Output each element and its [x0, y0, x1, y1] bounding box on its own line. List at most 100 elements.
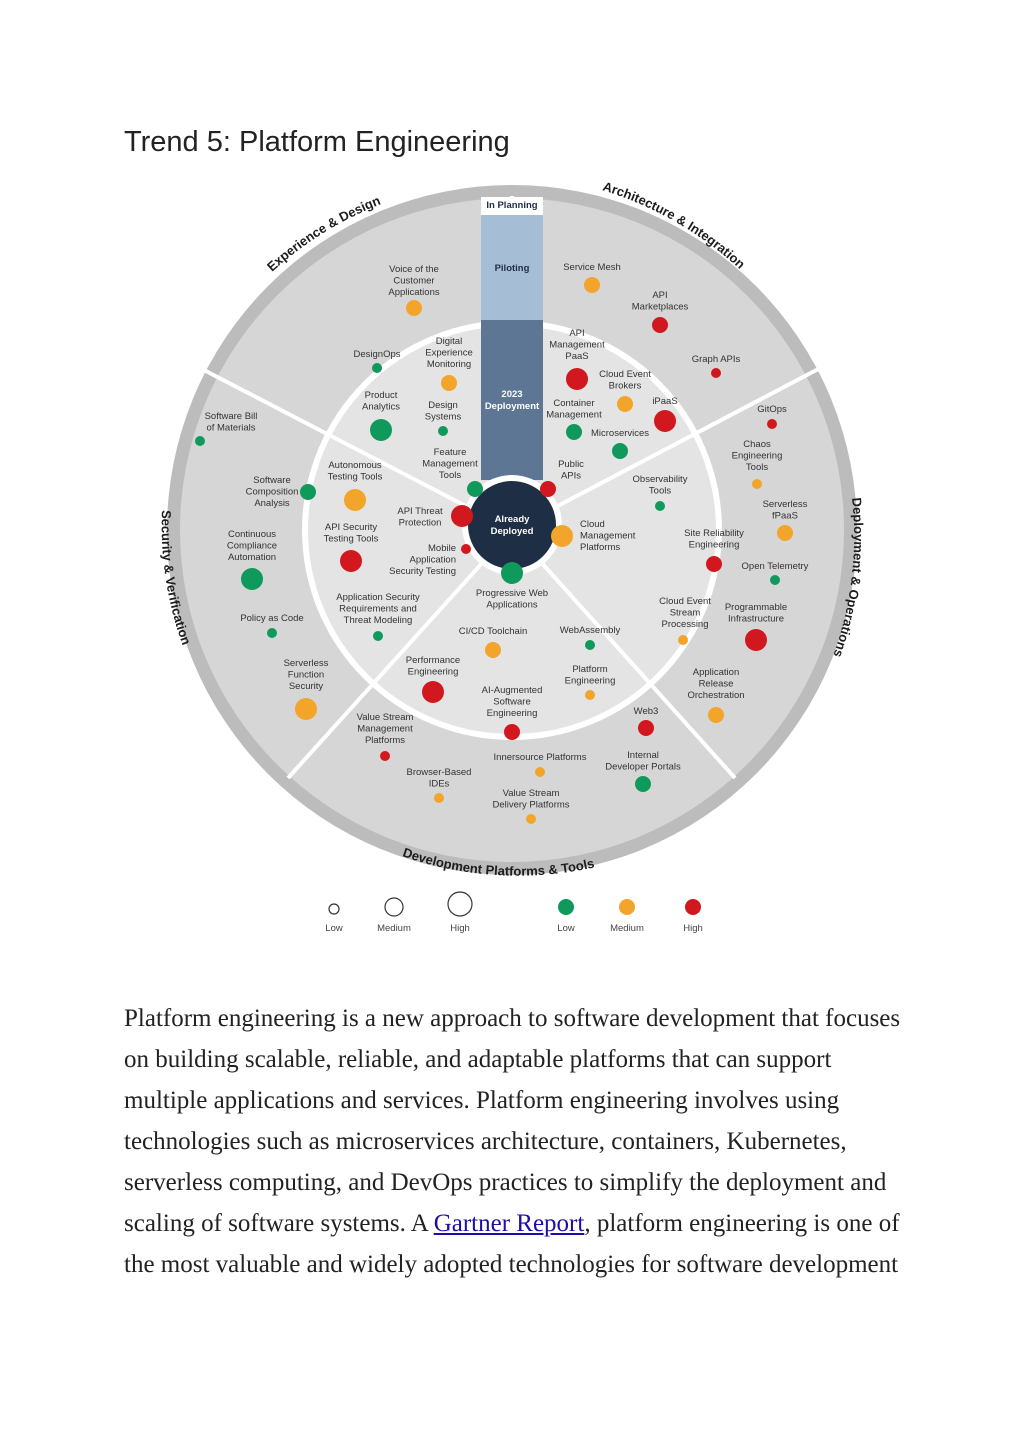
tech-dot [540, 481, 556, 497]
tech-dot [526, 814, 536, 824]
paragraph-text-start: Platform engineering is a new approach t… [124, 1005, 901, 1237]
tech-dot [612, 443, 628, 459]
tech-dot [241, 568, 263, 590]
legend-color-high-dot [685, 899, 701, 915]
tech-dot [501, 562, 523, 584]
tech-dot [585, 640, 595, 650]
tech-dot [372, 363, 382, 373]
tech-innersource-platforms: Innersource Platforms [494, 752, 587, 777]
tech-dot [777, 525, 793, 541]
stage-piloting: Piloting [495, 263, 530, 274]
tech-dot [451, 505, 473, 527]
tech-dot [566, 368, 588, 390]
tech-dot [551, 525, 573, 547]
tech-dot [441, 375, 457, 391]
legend-size-low-label: Low [325, 923, 343, 934]
legend-size-high-circle [447, 891, 473, 917]
tech-dot [767, 419, 777, 429]
tech-dot [745, 629, 767, 651]
in-planning-band [481, 197, 543, 215]
legend-size-medium-label: Medium [377, 923, 411, 934]
tech-service-mesh: Service Mesh [563, 262, 621, 293]
legend-color-low-label: Low [557, 923, 575, 934]
tech-dot [461, 544, 471, 554]
tech-ci-cd-toolchain: CI/CD Toolchain [459, 626, 527, 658]
legend-color-medium-dot [619, 899, 635, 915]
tech-dot [652, 317, 668, 333]
tech-dot [584, 277, 600, 293]
tech-policy-as-code: Policy as Code [240, 613, 304, 638]
tech-label: WebAssembly [560, 625, 621, 636]
tech-dot [344, 489, 366, 511]
tech-label: iPaaS [652, 396, 677, 407]
already-deployed-core [468, 481, 556, 569]
tech-label: CI/CD Toolchain [459, 626, 527, 637]
tech-dot [340, 550, 362, 572]
tech-dot [711, 368, 721, 378]
tech-label: Innersource Platforms [494, 752, 587, 763]
tech-dot [638, 720, 654, 736]
gartner-report-link[interactable]: Gartner Report [433, 1210, 585, 1237]
tech-graph-apis: Graph APIs [692, 354, 741, 378]
tech-label: Service Mesh [563, 262, 621, 273]
impact-radar-svg: In Planning Piloting 2023 Deployment Alr… [159, 179, 866, 934]
tech-dot [467, 481, 483, 497]
stage-already-deployed-line1: Already [495, 514, 531, 525]
legend-size-low-circle [328, 903, 340, 915]
tech-label: Web3 [634, 706, 659, 717]
tech-dot [195, 436, 205, 446]
tech-ipaas: iPaaS [652, 396, 678, 432]
tech-dot [422, 681, 444, 703]
